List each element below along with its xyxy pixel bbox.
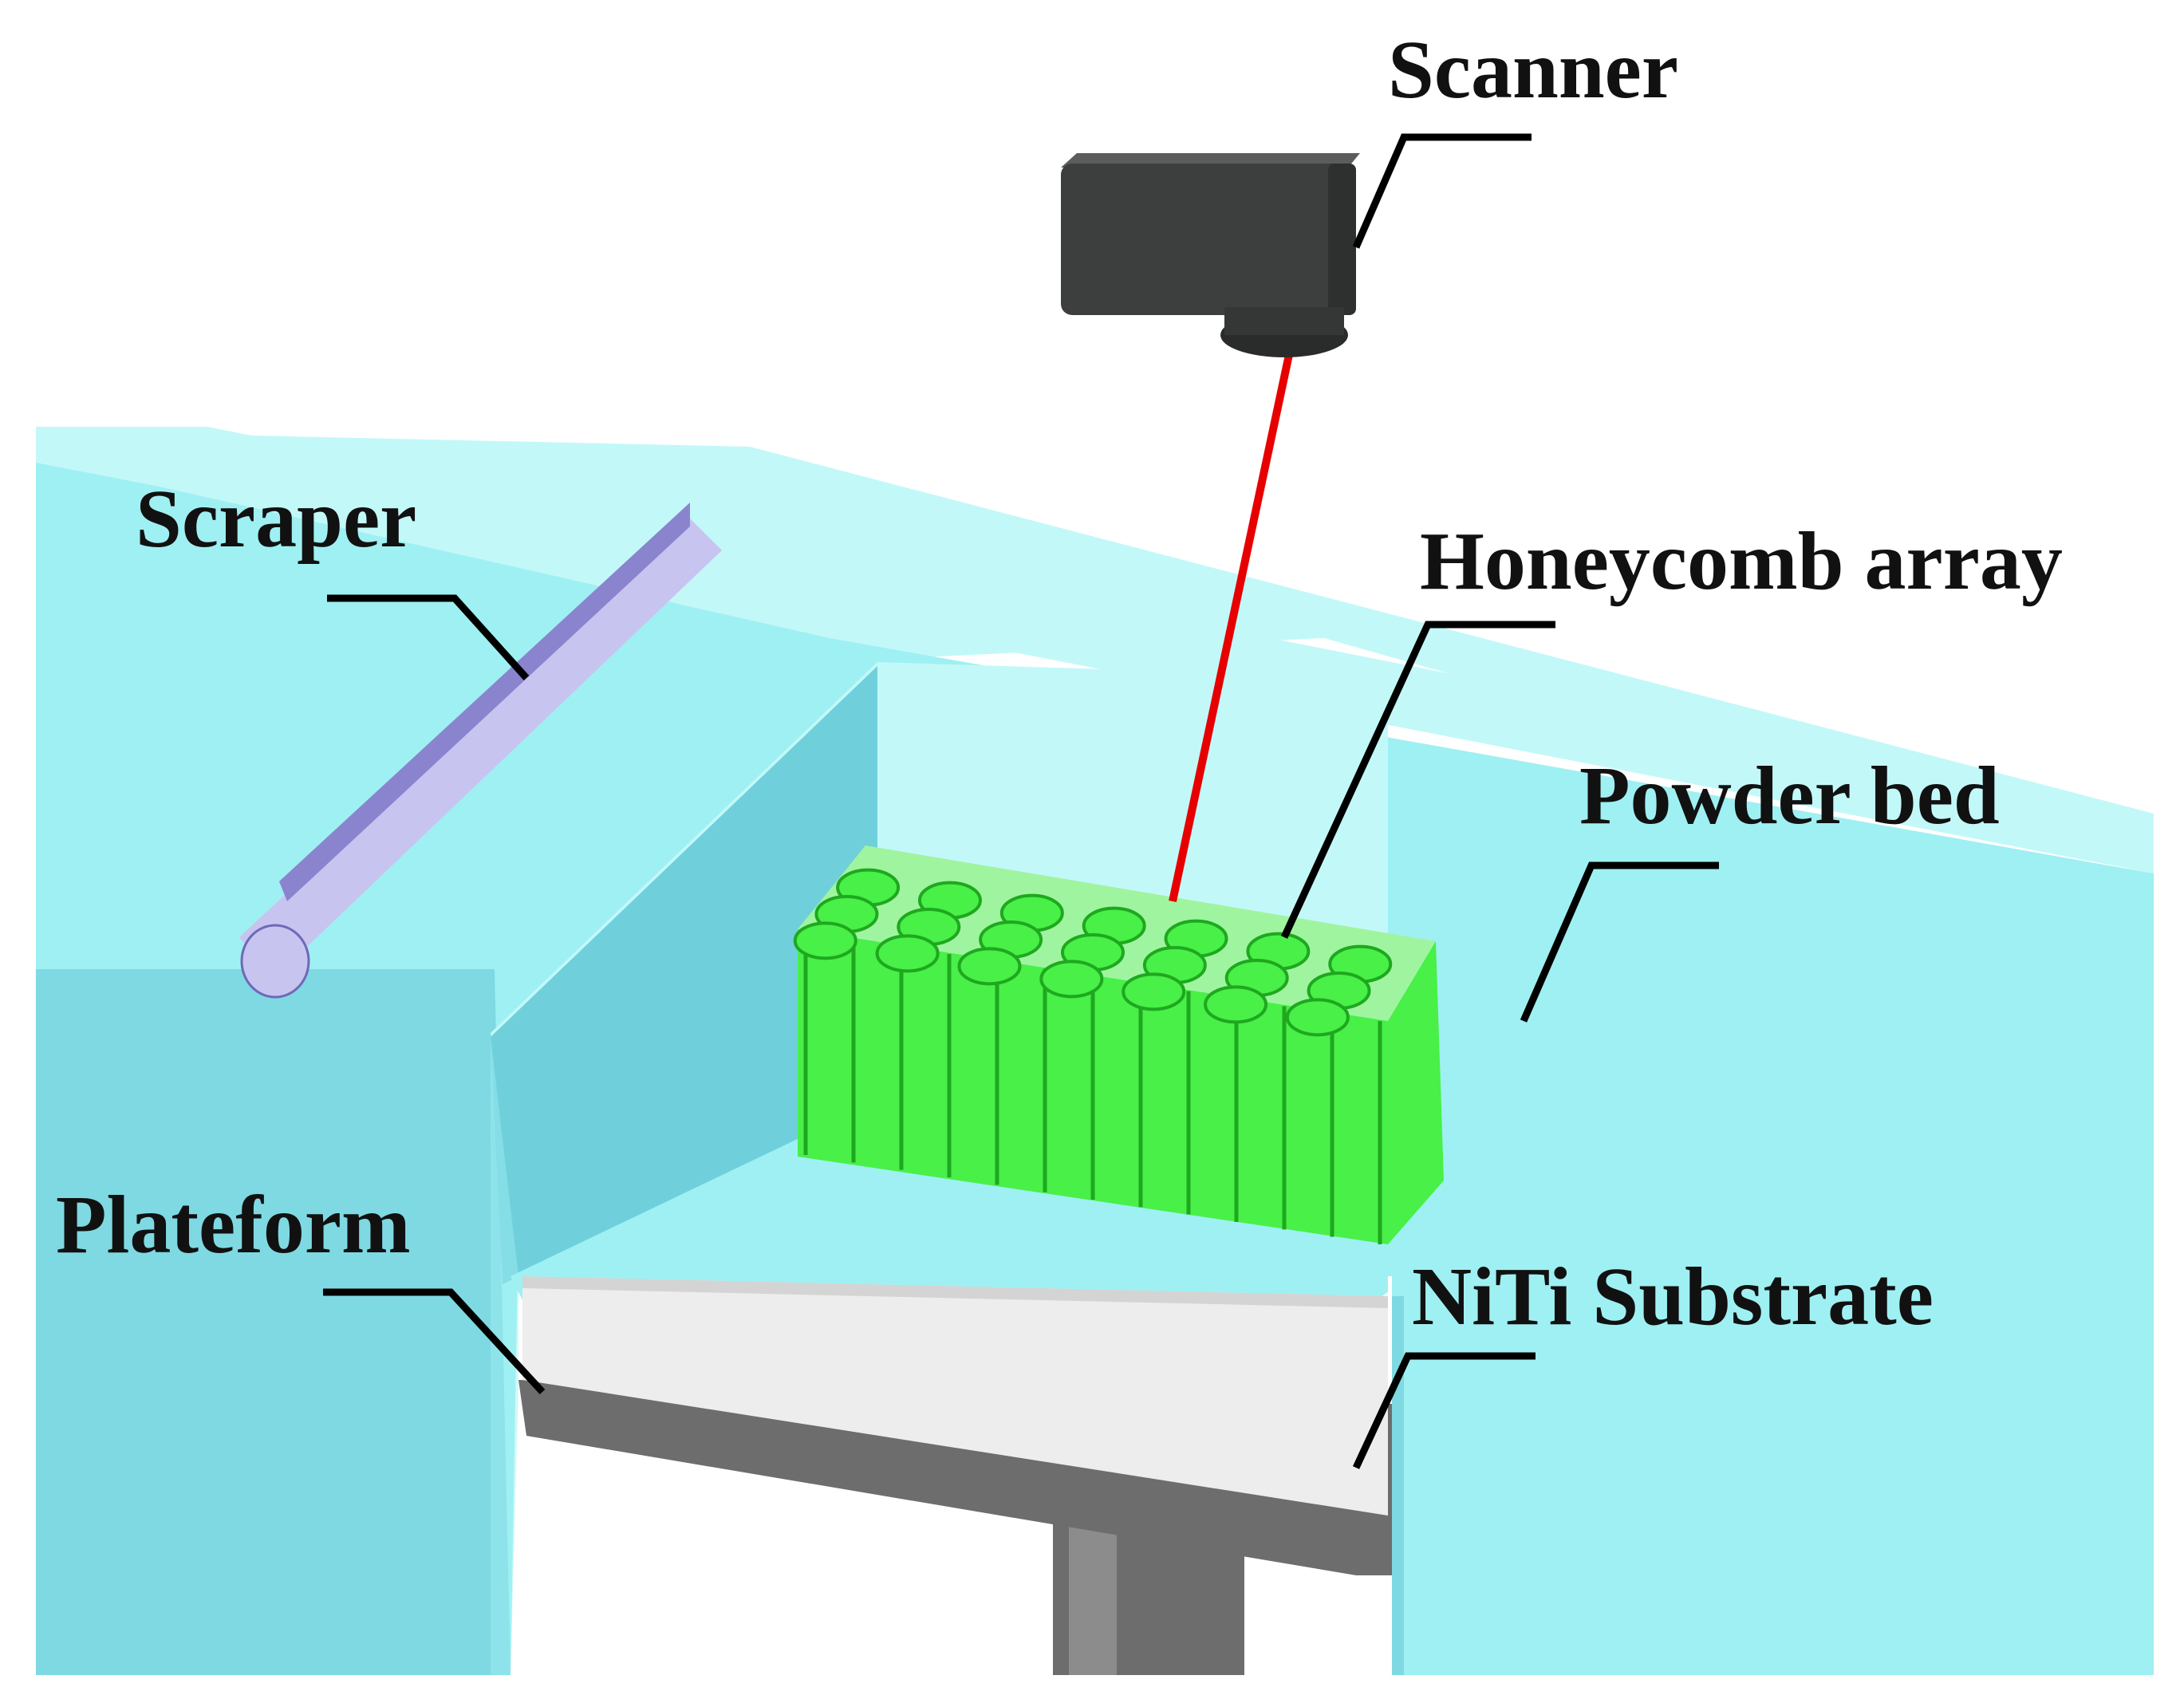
platform-assembly [518,1276,1392,1675]
honeycomb-cell [1285,998,1350,1037]
scraper-end-cap [240,924,310,999]
honeycomb-fins [803,932,1382,1244]
scanner [1061,153,1360,357]
leader-scanner [1352,133,1532,249]
leader-substrate [1352,1352,1536,1469]
label-honeycomb-array: Honeycomb array [1420,515,2063,607]
scanner-body [1061,164,1352,315]
honeycomb-cell [875,934,940,973]
honeycomb-array [793,846,1444,1244]
label-plateform: Plateform [56,1179,411,1271]
honeycomb-cell [793,921,857,960]
scanner-side [1328,164,1356,315]
honeycomb-cells [793,868,1393,1037]
honeycomb-cell [1122,972,1186,1011]
honeycomb-cell [1039,960,1104,999]
leader-plateform [323,1288,546,1395]
powder-right-shade [1392,1296,1404,1675]
powder-right-block [1392,1109,2154,1675]
leader-lines [323,133,1719,1469]
well-left-wall [491,666,877,1284]
label-scraper: Scraper [136,473,416,565]
label-powder-bed: Powder bed [1579,750,2000,842]
powder-left-front [36,969,511,1675]
scraper-body [239,518,722,977]
scraper-ridge [279,503,690,901]
substrate-top-edge [522,1276,1388,1308]
laser-beam [1169,349,1294,903]
label-scanner: Scanner [1388,24,1678,116]
leader-scraper [327,594,530,681]
powder-top-strip [36,427,2154,873]
honeycomb-right-face [1388,941,1444,1244]
scanner-mount [1224,307,1344,335]
leader-powder-bed [1520,861,1719,1023]
label-niti-substrate: NiTi Substrate [1412,1251,1934,1342]
honeycomb-cell [957,947,1022,986]
honeycomb-cell [1204,985,1268,1024]
leader-honeycomb [1280,621,1555,939]
niti-substrate [522,1276,1388,1516]
scraper [239,503,722,999]
